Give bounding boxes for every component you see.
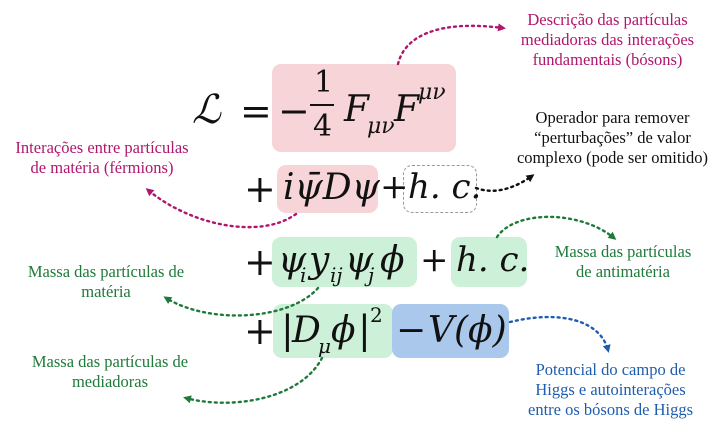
abs-bar-close: | bbox=[358, 308, 371, 352]
annotation-line: Massa das partículas bbox=[554, 242, 692, 261]
covariant-derivative: D bbox=[292, 310, 321, 351]
annotation-line: Descrição das partículas bbox=[527, 10, 688, 29]
covariant-derivative-index: μ bbox=[318, 334, 331, 358]
annotation-line: Massa das partículas de bbox=[31, 352, 189, 371]
arrow-matter-mass bbox=[163, 286, 320, 317]
higgs-potential-term-box bbox=[392, 304, 509, 358]
annotation-line: Massa das partículas de bbox=[27, 262, 185, 281]
psi-i-index: i bbox=[300, 263, 307, 287]
plus-sign-row4: + bbox=[244, 309, 276, 353]
arrow-antimatter-mass bbox=[495, 215, 617, 240]
annotation-operator: Operador para remover “perturbações” de … bbox=[510, 108, 715, 168]
arrow-mediator-mass bbox=[183, 356, 324, 404]
annotation-line: mediadoras das interações bbox=[520, 30, 695, 49]
abs-bar-open: | bbox=[281, 308, 294, 352]
fraction-bar bbox=[310, 104, 334, 106]
hc-term-box-1 bbox=[403, 165, 477, 213]
psi-j: ψ bbox=[345, 240, 374, 281]
higgs-kinetic-term-box bbox=[273, 304, 393, 358]
squared-exponent: 2 bbox=[370, 303, 383, 327]
field-strength-1: F bbox=[344, 89, 369, 130]
higgs-phi: ϕ bbox=[380, 240, 405, 281]
hc-term-box-2 bbox=[451, 237, 527, 287]
annotation-line: Interações entre partículas bbox=[15, 138, 189, 157]
field-strength-2: F bbox=[394, 89, 419, 130]
annotation-line: Higgs e autointerações bbox=[535, 380, 686, 399]
plus-sign-row2: + bbox=[244, 167, 276, 211]
annotation-line: Operador para remover bbox=[535, 108, 690, 127]
psi-j-index: j bbox=[368, 263, 375, 287]
annotation-higgs: Potencial do campo de Higgs e autointera… bbox=[508, 360, 713, 420]
annotation-line: complexo (pode ser omitido) bbox=[516, 148, 709, 167]
hermitian-conjugate-2: h. c. bbox=[456, 240, 530, 280]
hermitian-conjugate-1: h. c. bbox=[408, 167, 482, 207]
field-strength-2-sup: μν bbox=[418, 80, 446, 105]
plus-sign-row3: + bbox=[244, 240, 276, 284]
annotation-line: Potencial do campo de bbox=[535, 360, 686, 379]
psi-i: ψ bbox=[278, 240, 307, 281]
fraction-numerator: 1 bbox=[314, 65, 334, 100]
arrow-higgs bbox=[508, 315, 611, 353]
annotation-mediator-mass: Massa das partículas de mediadoras bbox=[14, 352, 206, 392]
annotation-mediators: Descrição das partículas mediadoras das … bbox=[505, 10, 710, 70]
dirac-term: iψ̄Dψ bbox=[283, 167, 380, 208]
higgs-potential: V(ϕ) bbox=[428, 310, 507, 351]
annotation-fermions: Interações entre partículas de matéria (… bbox=[4, 138, 200, 178]
higgs-phi-kinetic: ϕ bbox=[331, 310, 356, 351]
arrow-fermions bbox=[145, 188, 298, 229]
annotation-line: matéria bbox=[81, 282, 131, 301]
fraction-denominator: 4 bbox=[313, 109, 333, 144]
annotation-line: “perturbações” de valor bbox=[534, 128, 691, 147]
annotation-line: entre os bósons de Higgs bbox=[528, 400, 693, 419]
yukawa-term-box bbox=[272, 237, 417, 287]
equals-sign: = bbox=[240, 89, 272, 133]
annotation-line: mediadoras bbox=[71, 372, 149, 391]
gauge-term-box bbox=[272, 64, 456, 152]
lagrangian-symbol: ℒ bbox=[192, 87, 221, 133]
annotation-matter-mass: Massa das partículas de matéria bbox=[10, 262, 202, 302]
minus-sign-row4: − bbox=[396, 310, 427, 351]
annotation-line: de matéria (férmions) bbox=[30, 158, 174, 177]
annotation-antimatter-mass: Massa das partículas de antimatéria bbox=[538, 242, 708, 282]
yukawa-ij: ij bbox=[330, 263, 343, 287]
fermion-term-box bbox=[277, 165, 378, 213]
plus-sign-row3-b: + bbox=[420, 240, 449, 280]
field-strength-1-sub: μν bbox=[367, 114, 395, 139]
plus-sign-row2-b: + bbox=[380, 167, 409, 207]
annotation-line: de antimatéria bbox=[576, 262, 670, 281]
yukawa-y: y bbox=[309, 240, 330, 281]
annotation-line: fundamentais (bósons) bbox=[532, 50, 683, 69]
arrow-mediators bbox=[396, 23, 506, 66]
minus-sign: − bbox=[278, 89, 310, 133]
arrow-operator bbox=[474, 174, 535, 192]
